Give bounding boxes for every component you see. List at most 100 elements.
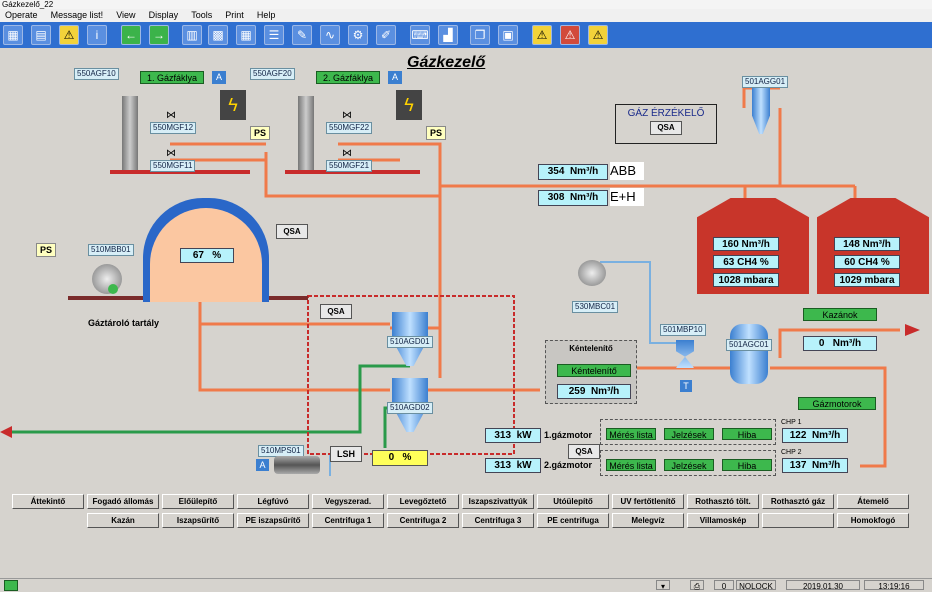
receiver-tank[interactable] [730, 324, 768, 384]
nav-centrifuga-1[interactable]: Centrifuga 1 [312, 513, 384, 528]
nav-vegyszerad[interactable]: Vegyszerad. [312, 494, 384, 509]
chart-icon[interactable]: ▟ [438, 25, 458, 45]
tag-510mbb01[interactable]: 510MBB01 [88, 244, 134, 256]
valve-icon[interactable]: ⋈ [166, 148, 176, 159]
nav-empty[interactable] [762, 513, 834, 528]
grid-icon[interactable]: ▦ [3, 25, 23, 45]
valve-icon[interactable]: ⋈ [342, 148, 352, 159]
split-icon[interactable]: ▣ [498, 25, 518, 45]
flare1-tag[interactable]: 550AGF10 [74, 68, 119, 80]
nav-rothaszto-gaz[interactable]: Rothasztó gáz [762, 494, 834, 509]
valve-550mgf21[interactable]: 550MGF21 [326, 160, 373, 172]
settings-icon[interactable]: ⚙ [348, 25, 368, 45]
nav-pe-centrifuga[interactable]: PE centrifuga [537, 513, 609, 528]
desulfurizer-button[interactable]: Kéntelenítő [557, 364, 631, 377]
valve-550mgf11[interactable]: 550MGF11 [150, 160, 196, 172]
nav-levegozteto[interactable]: Levegőztető [387, 494, 459, 509]
nav-homokfogo[interactable]: Homokfogó [837, 513, 909, 528]
menu-view[interactable]: View [116, 10, 136, 20]
nav-legfuvo[interactable]: Légfúvó [237, 494, 309, 509]
tag-501agc01[interactable]: 501AGC01 [726, 339, 772, 351]
gasholder-ps[interactable]: PS [36, 243, 56, 257]
tag-501mbp10[interactable]: 501MBP10 [660, 324, 706, 336]
nav-pe-iszapsurito[interactable]: PE iszapsűrítő [237, 513, 309, 528]
valve-icon[interactable]: ⋈ [342, 110, 352, 121]
pump-icon[interactable] [274, 456, 320, 474]
tag-530mbc01[interactable]: 530MBC01 [572, 301, 619, 313]
nav-attekinto[interactable]: Áttekintő [12, 494, 84, 509]
gasholder-qsa[interactable]: QSA [276, 224, 308, 239]
nav-iszapsurito[interactable]: Iszapsűrítő [162, 513, 234, 528]
tag-510agd02[interactable]: 510AGD02 [387, 402, 433, 414]
menu-tools[interactable]: Tools [191, 10, 213, 20]
menu-print[interactable]: Print [225, 10, 244, 20]
nav-uv-fertotlenito[interactable]: UV fertőtlenítő [612, 494, 684, 509]
chp2-flow: 137 Nm³/h [782, 458, 848, 473]
nav-rothaszto-tolt[interactable]: Rothasztó tölt. [687, 494, 759, 509]
valve-550mgf22[interactable]: 550MGF22 [326, 122, 373, 134]
flare1-button[interactable]: 1. Gázfáklya [140, 71, 204, 84]
valve-mode[interactable]: T [680, 380, 692, 392]
engine2-signals-button[interactable]: Jelzések [664, 459, 714, 471]
flare2-tag[interactable]: 550AGF20 [250, 68, 295, 80]
boilers-button[interactable]: Kazánok [803, 308, 877, 321]
keyboard-icon[interactable]: ⌨ [410, 25, 430, 45]
valve-icon[interactable]: ⋈ [166, 110, 176, 121]
valve-550mgf12[interactable]: 550MGF12 [150, 122, 197, 134]
tag-501agg01[interactable]: 501AGG01 [742, 76, 789, 88]
nav-eloulepito[interactable]: Előülepítő [162, 494, 234, 509]
tree-icon[interactable]: ▤ [31, 25, 51, 45]
nav-fogado-allomas[interactable]: Fogadó állomás [87, 494, 159, 509]
table-icon[interactable]: ▦ [236, 25, 256, 45]
nav-centrifuga-3[interactable]: Centrifuga 3 [462, 513, 534, 528]
engines-button[interactable]: Gázmotorok [798, 397, 876, 410]
windows-icon[interactable]: ❐ [470, 25, 490, 45]
engine1-fault-button[interactable]: Hiba [722, 428, 772, 440]
edit-icon[interactable]: ✐ [376, 25, 396, 45]
flare2-ps[interactable]: PS [426, 126, 446, 140]
igniter2-icon[interactable]: ϟ [396, 90, 422, 120]
trend-icon[interactable]: ∿ [320, 25, 340, 45]
status-dropdown[interactable]: ▾ [656, 580, 670, 591]
printer-icon[interactable]: ⎙ [690, 580, 704, 591]
igniter1-icon[interactable]: ϟ [220, 90, 246, 120]
picture-icon[interactable]: ▩ [208, 25, 228, 45]
nav-atemelo[interactable]: Átemelő [837, 494, 909, 509]
pump-mode[interactable]: A [256, 459, 269, 471]
flare1-ps[interactable]: PS [250, 126, 270, 140]
forward-icon[interactable]: → [149, 25, 169, 45]
menu-message-list[interactable]: Message list! [50, 10, 104, 20]
chp-qsa[interactable]: QSA [568, 444, 600, 459]
filters-qsa[interactable]: QSA [320, 304, 352, 319]
nav-kazan[interactable]: Kazán [87, 513, 159, 528]
nav-utoulepito[interactable]: Utóülepítő [537, 494, 609, 509]
engine2-measure-button[interactable]: Mérés lista [606, 459, 656, 471]
menu-operate[interactable]: Operate [5, 10, 38, 20]
pump-lsh[interactable]: LSH [330, 446, 362, 462]
flare2-mode[interactable]: A [388, 71, 402, 84]
menu-display[interactable]: Display [148, 10, 179, 20]
report-icon[interactable]: ✎ [292, 25, 312, 45]
engine1-signals-button[interactable]: Jelzések [664, 428, 714, 440]
nav-iszapszivattyuk[interactable]: Iszapszivattyúk [462, 494, 534, 509]
alarm-red-icon[interactable]: ⚠ [560, 25, 580, 45]
flare1-mode[interactable]: A [212, 71, 226, 84]
blower-530mbc01-icon[interactable] [578, 260, 606, 286]
flare2-button[interactable]: 2. Gázfáklya [316, 71, 380, 84]
gas-detector-qsa[interactable]: QSA [650, 121, 682, 135]
alarm-list-icon[interactable]: ⚠ [532, 25, 552, 45]
alarm-ack-icon[interactable]: ⚠ [588, 25, 608, 45]
menu-help[interactable]: Help [256, 10, 276, 20]
engine2-fault-button[interactable]: Hiba [722, 459, 772, 471]
engine1-measure-button[interactable]: Mérés lista [606, 428, 656, 440]
nav-centrifuga-2[interactable]: Centrifuga 2 [387, 513, 459, 528]
nav-melegviz[interactable]: Melegvíz [612, 513, 684, 528]
info-icon[interactable]: i [87, 25, 107, 45]
nav-villamoskep[interactable]: Villamoskép [687, 513, 759, 528]
gas-sensor-icon[interactable] [752, 88, 770, 134]
alarm-icon[interactable]: ⚠ [59, 25, 79, 45]
list-icon[interactable]: ☰ [264, 25, 284, 45]
document-icon[interactable]: ▥ [182, 25, 202, 45]
back-icon[interactable]: ← [121, 25, 141, 45]
tag-510agd01[interactable]: 510AGD01 [387, 336, 433, 348]
